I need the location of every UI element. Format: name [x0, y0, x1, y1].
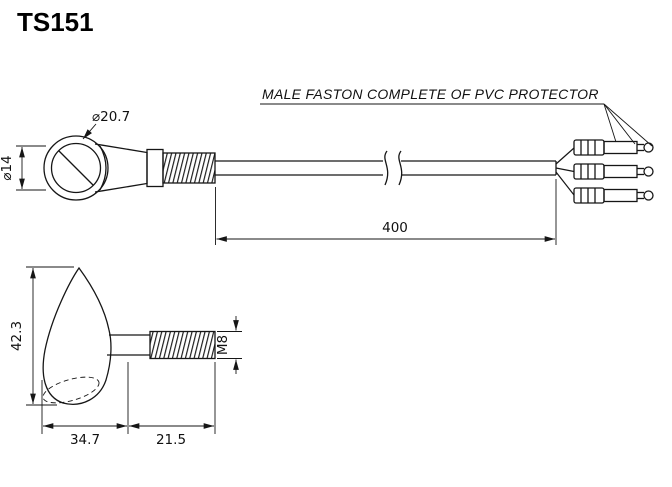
top-view-drawing: MALE FASTON COMPLETE OF PVC PROTECTOR ⌀2…: [0, 86, 654, 245]
lens-highlight-line: [58, 150, 94, 186]
dim-lens-diameter-label: ⌀20.7: [92, 109, 130, 125]
faston-terminal-middle: [573, 163, 654, 180]
lens-inner-circle: [50, 142, 102, 194]
cable: [215, 150, 557, 186]
mounting-nut: [146, 148, 164, 188]
cable-break-symbol: [398, 150, 403, 186]
dim-cable-length-label: 400: [382, 220, 408, 236]
connector-note-label: MALE FASTON COMPLETE OF PVC PROTECTOR: [262, 86, 599, 102]
dim-height-label: 42.3: [9, 321, 25, 351]
cable-break-symbol: [384, 150, 389, 186]
dim-bottom-lengths: 34.7 21.5: [41, 362, 216, 448]
body-profile: [42, 266, 112, 405]
threaded-stud: [149, 330, 216, 360]
dim-lens-diameter: ⌀20.7: [82, 109, 130, 140]
bezel-arc: [99, 145, 107, 191]
dim-thread-size-label: M8: [215, 335, 231, 355]
connector-note: MALE FASTON COMPLETE OF PVC PROTECTOR: [260, 86, 653, 147]
threaded-stem: [162, 152, 216, 184]
branch-wires: [555, 147, 575, 196]
dim-height: 42.3: [9, 266, 74, 406]
dim-body-length-label: 34.7: [70, 432, 100, 448]
faston-terminal-top: [573, 139, 654, 156]
lens-hidden-edge: [42, 376, 100, 404]
dim-head-diameter-label: ⌀14: [0, 155, 15, 180]
dim-head-diameter: ⌀14: [0, 145, 46, 191]
dim-thread-size: M8: [215, 316, 242, 374]
page-title: TS151: [17, 7, 94, 37]
dim-cable-length: 400: [215, 179, 557, 245]
lens-outer-circle: [43, 135, 109, 201]
side-view-drawing: M8 42.3 34.7 21.5: [9, 266, 242, 448]
dim-thread-length-label: 21.5: [156, 432, 186, 448]
faston-terminal-bottom: [573, 187, 654, 204]
